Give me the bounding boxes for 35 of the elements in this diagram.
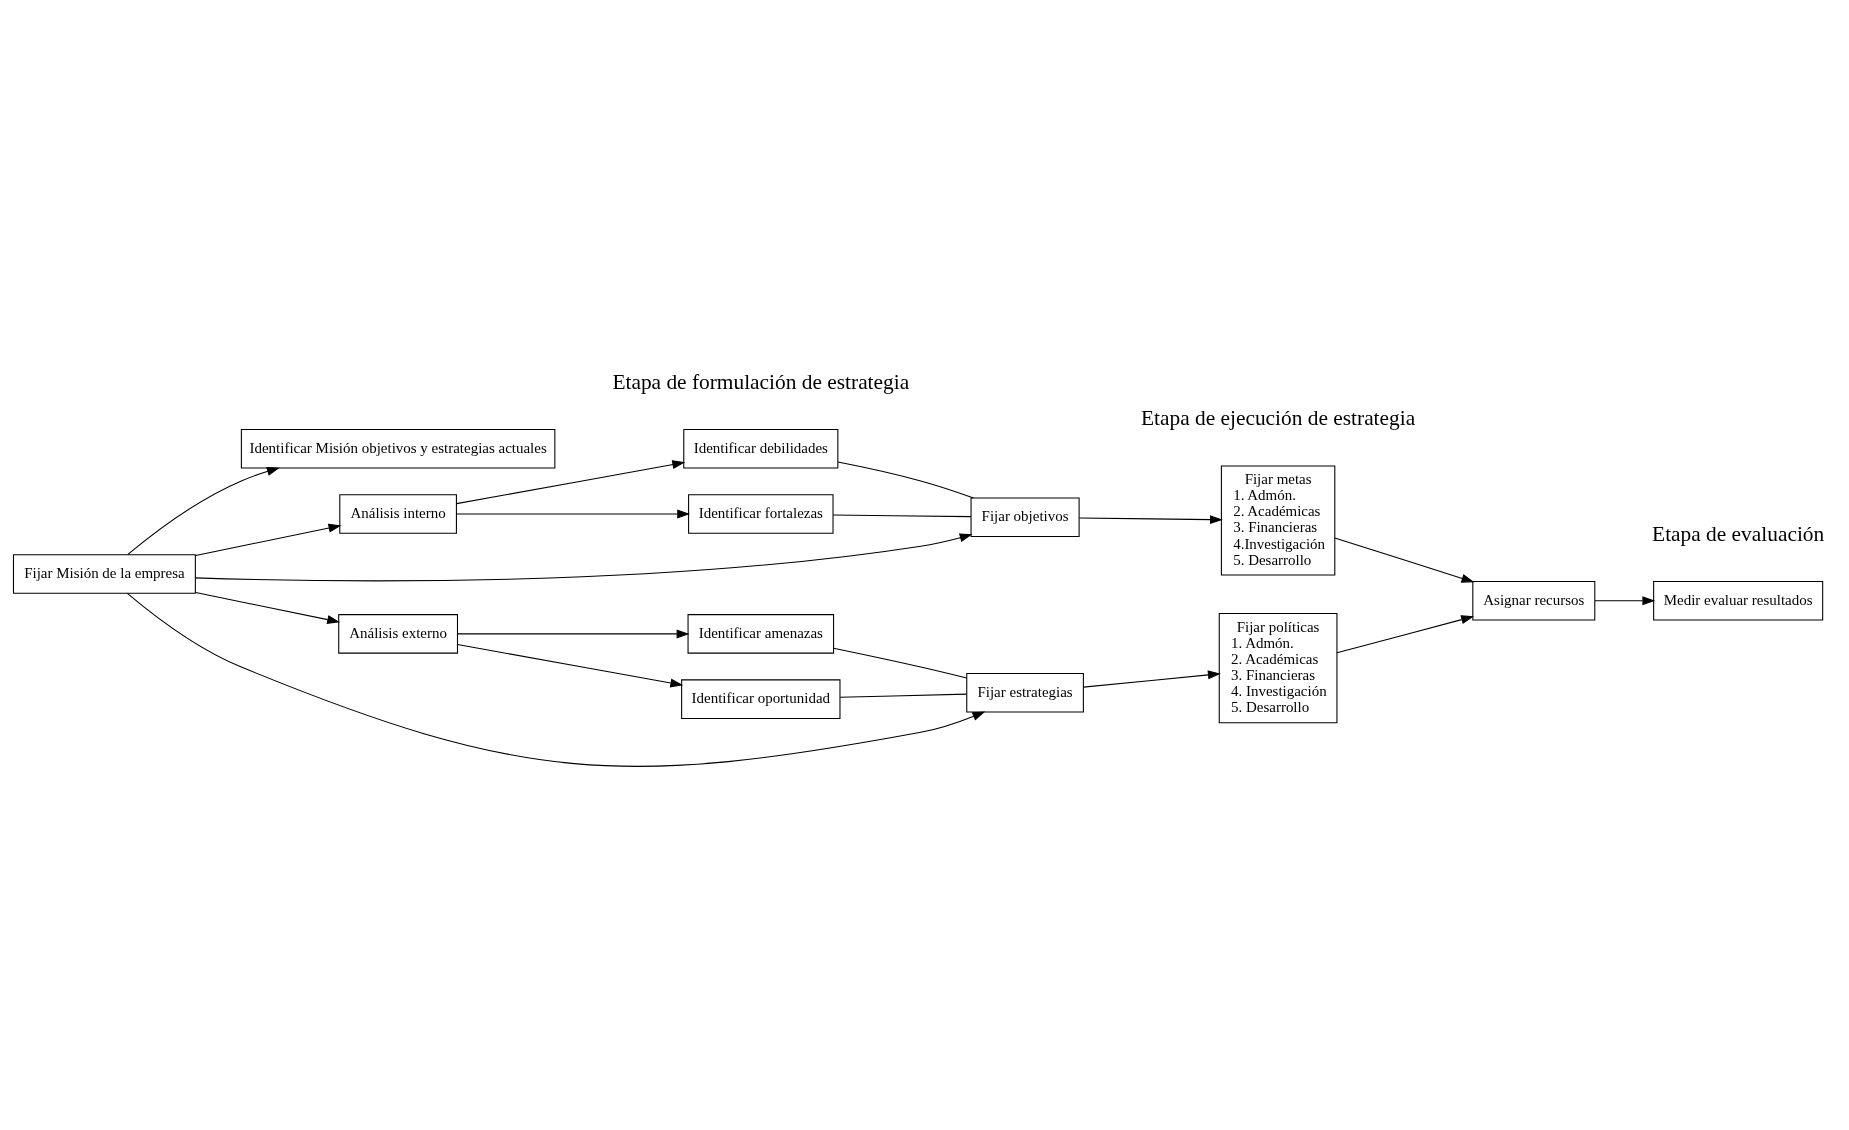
node-box: Asignar recursos <box>1472 580 1596 620</box>
connector <box>833 647 968 679</box>
node-box: Fijar objetivos <box>970 497 1080 537</box>
arrow <box>1336 614 1475 653</box>
node-box: Fijar políticas 1. Admón. 2. Académicas 3. Financieras 4. Investigación 5. Desarrollo <box>1218 612 1338 723</box>
node-box: Fijar estrategias <box>966 672 1084 713</box>
node-box: Medir evaluar resultados <box>1653 580 1824 620</box>
label: Etapa de evaluación <box>1652 521 1825 546</box>
node-box: Fijar metas 1. Admón. 2. Académicas 3. Financieras 4.Investigación 5. Desarrollo <box>1220 464 1336 576</box>
arrow <box>195 523 342 556</box>
arrow <box>194 532 973 581</box>
node-box: Identificar debilidades <box>683 428 839 469</box>
node-box: Identificar fortalezas <box>688 493 834 534</box>
node-box: Análisis externo <box>338 613 459 654</box>
connector <box>832 513 972 517</box>
node-box: Análisis interno <box>339 493 457 534</box>
node-box: Identificar oportunidad <box>681 678 841 719</box>
node-box: Identificar amenazas <box>687 613 835 654</box>
node-box: Fijar Misión de la empresa <box>12 553 196 594</box>
arrow <box>456 509 691 519</box>
arrow <box>1078 514 1223 524</box>
arrow <box>126 592 986 767</box>
label: Etapa de ejecución de estrategia <box>1141 405 1416 430</box>
arrow <box>127 466 280 555</box>
label: Etapa de formulación de estrategia <box>612 369 910 394</box>
arrow <box>1594 595 1656 605</box>
arrow <box>456 628 690 638</box>
arrow <box>456 643 684 687</box>
arrow <box>1334 537 1475 583</box>
arrow <box>1082 669 1221 688</box>
node-box: Identificar Misión objetivos y estrategias actuales <box>240 428 556 469</box>
connector <box>837 460 975 498</box>
arrow <box>456 459 686 504</box>
connector <box>839 693 968 698</box>
arrow <box>195 591 341 624</box>
